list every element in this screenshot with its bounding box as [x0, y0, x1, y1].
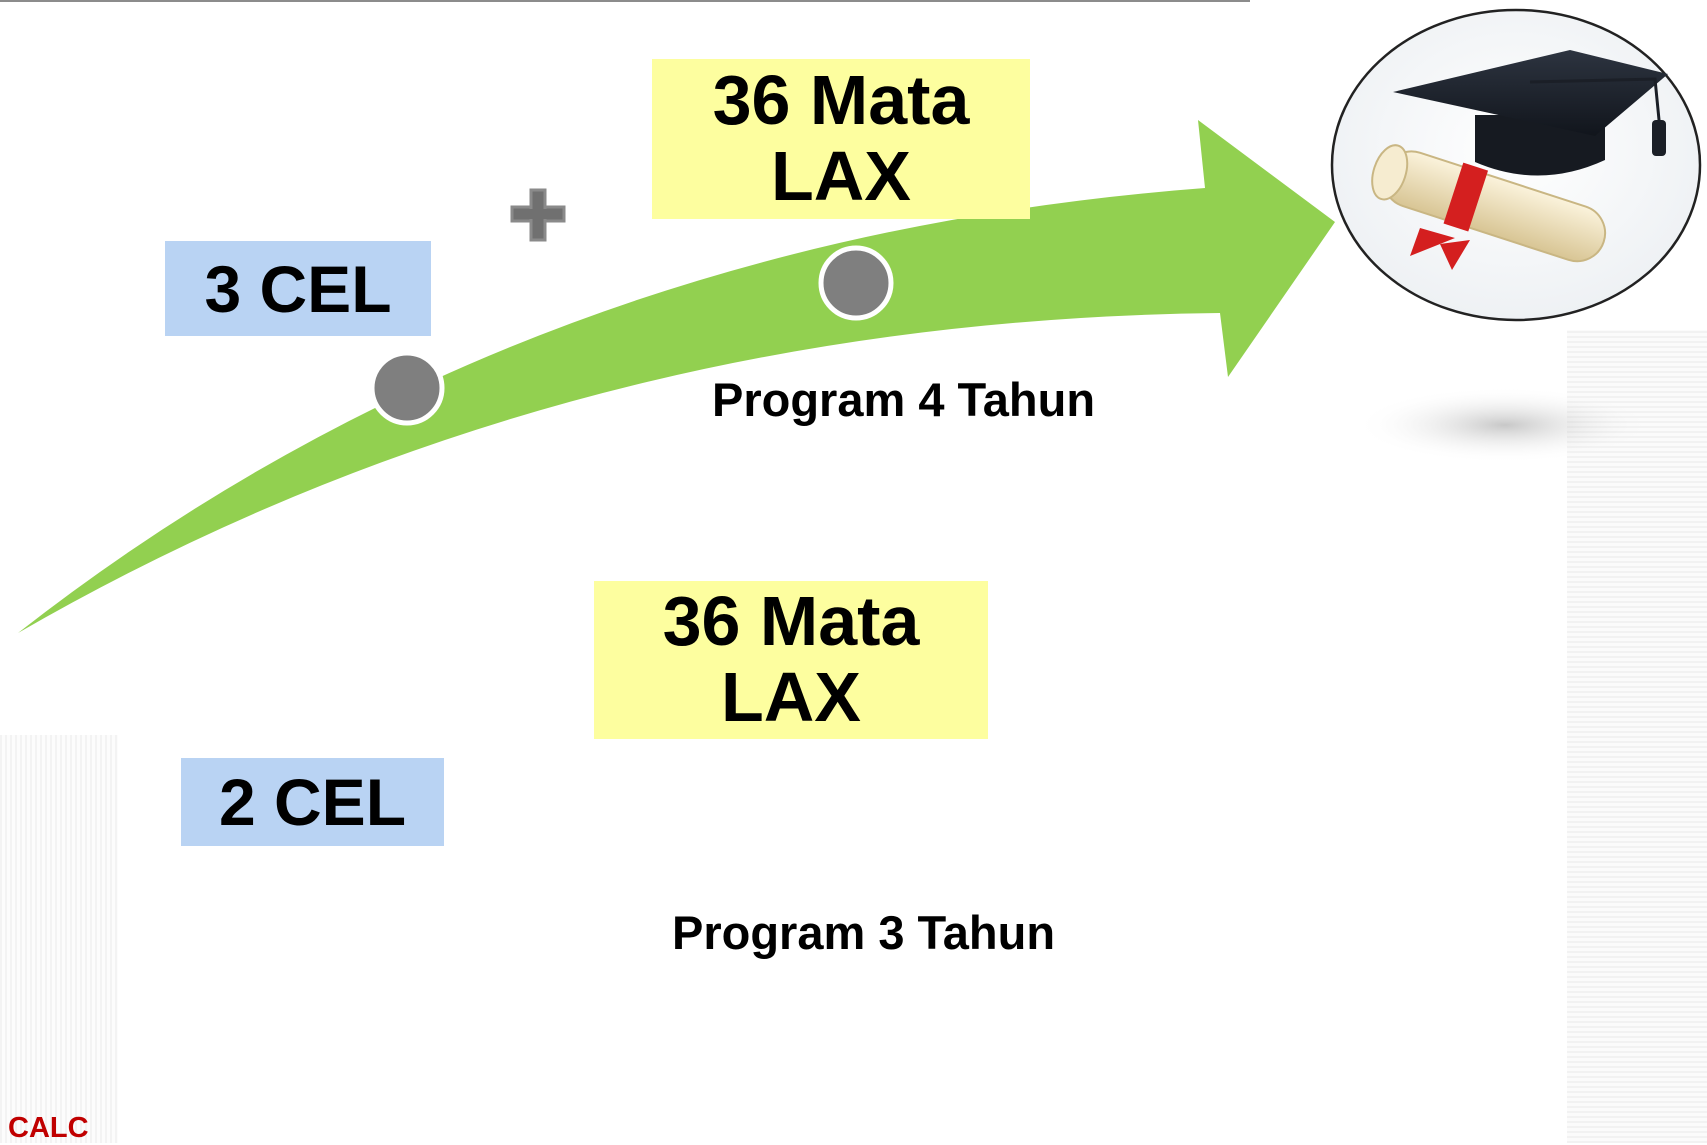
progress-arrow-1 — [18, 120, 1335, 633]
mata-lax-label-1: 36 Mata LAX — [652, 59, 1030, 219]
plus-icon — [510, 188, 566, 242]
top-divider — [0, 0, 1250, 2]
graduation-cap-diploma-icon — [1330, 8, 1702, 322]
cel-label-2: 2 CEL — [181, 758, 444, 846]
cel-label-1: 3 CEL — [165, 241, 431, 336]
background-stripes-right — [1567, 330, 1707, 1143]
milestone-node-1b — [818, 245, 894, 321]
background-stripes-left — [0, 735, 118, 1143]
program-label-1: Program 4 Tahun — [712, 373, 1096, 426]
program-label-2: Program 3 Tahun — [672, 906, 1056, 959]
calc-logo-text: CALC — [8, 1112, 89, 1144]
flow-1 — [18, 8, 1702, 633]
goal-shadow-1 — [1355, 387, 1655, 463]
mata-lax-label-2: 36 Mata LAX — [594, 581, 988, 739]
milestone-node-1a — [369, 350, 445, 426]
